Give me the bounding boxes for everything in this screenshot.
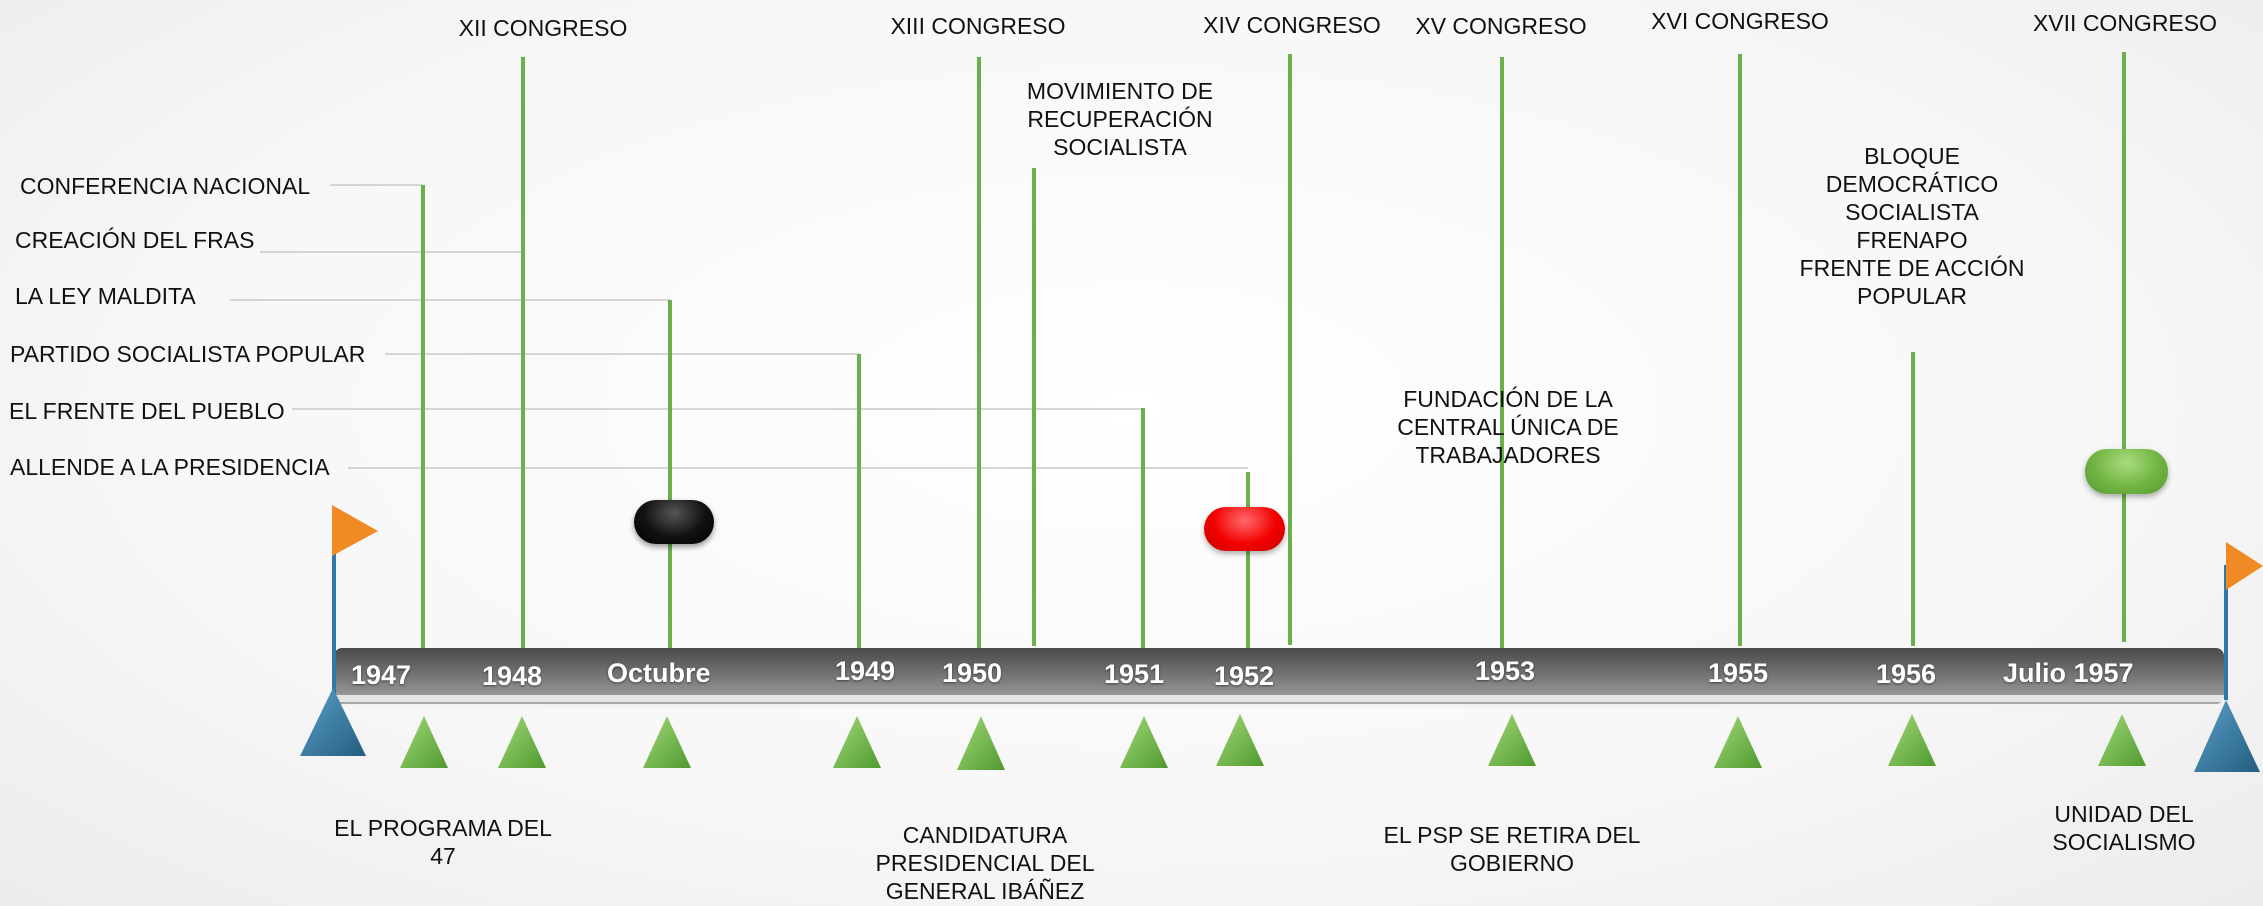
- event-xv-congreso: XV CONGRESO: [1415, 13, 1587, 39]
- event-conferencia-nacional: CONFERENCIA NACIONAL: [20, 173, 311, 199]
- timeline-bar: [334, 648, 2224, 704]
- year-1953: 1953: [1475, 656, 1536, 686]
- event-xiv-congreso: XIV CONGRESO: [1203, 12, 1381, 38]
- event-xvii-congreso: XVII CONGRESO: [2032, 10, 2218, 36]
- event-candidatura-ibanez: CANDIDATURA PRESIDENCIAL DEL GENERAL IBÁ…: [875, 822, 1095, 904]
- start-triangle-icon: [300, 688, 366, 756]
- year-markers: [400, 714, 2146, 770]
- year-1952: 1952: [1214, 661, 1275, 691]
- event-frente-del-pueblo: EL FRENTE DEL PUEBLO: [9, 398, 285, 424]
- marker-1952-icon: [1216, 714, 1264, 766]
- marker-octubre-icon: [643, 716, 691, 768]
- marker-1956-icon: [1888, 714, 1936, 766]
- event-xii-congreso: XII CONGRESO: [458, 15, 628, 41]
- marker-1947-icon: [400, 716, 448, 768]
- black-pill-marker: [634, 500, 714, 544]
- start-flag-icon: [332, 505, 378, 700]
- red-pill-marker: [1204, 507, 1285, 551]
- year-1949: 1949: [835, 656, 896, 686]
- event-partido-socialista-popular: PARTIDO SOCIALISTA POPULAR: [10, 341, 366, 367]
- year-1951: 1951: [1104, 659, 1165, 689]
- year-1948: 1948: [482, 661, 543, 691]
- event-bloque-democratico: BLOQUE DEMOCRÁTICO SOCIALISTA FRENAPO FR…: [1799, 143, 2025, 309]
- marker-1951-icon: [1120, 716, 1168, 768]
- event-creacion-fras: CREACIÓN DEL FRAS: [15, 227, 255, 253]
- event-programa-47: EL PROGRAMA DEL 47: [334, 815, 552, 869]
- marker-1953-icon: [1488, 714, 1536, 766]
- year-1947: 1947: [351, 660, 412, 690]
- event-psp-retira: EL PSP SE RETIRA DEL GOBIERNO: [1383, 822, 1641, 876]
- year-julio-1957: Julio 1957: [2003, 658, 2134, 688]
- marker-1948-icon: [498, 716, 546, 768]
- event-ley-maldita: LA LEY MALDITA: [15, 283, 196, 309]
- marker-1955-icon: [1714, 716, 1762, 768]
- event-xiii-congreso: XIII CONGRESO: [890, 13, 1066, 39]
- end-flag-icon: [2224, 542, 2263, 700]
- end-triangle-icon: [2194, 700, 2260, 772]
- timeline-bar-highlight: [334, 695, 2224, 702]
- event-unidad-socialismo: UNIDAD DEL SOCIALISMO: [2052, 801, 2196, 855]
- event-allende-presidencia: ALLENDE A LA PRESIDENCIA: [10, 454, 330, 480]
- event-movimiento-recuperacion: MOVIMIENTO DE RECUPERACIÓN SOCIALISTA: [1026, 78, 1214, 160]
- label-connectors: [230, 184, 1248, 469]
- year-1950: 1950: [942, 658, 1003, 688]
- green-pill-marker: [2085, 449, 2168, 494]
- marker-1957-icon: [2098, 714, 2146, 766]
- marker-1950-icon: [957, 716, 1005, 770]
- event-fundacion-cut: FUNDACIÓN DE LA CENTRAL ÚNICA DE TRABAJA…: [1397, 386, 1619, 468]
- marker-1949-icon: [833, 716, 881, 768]
- year-1955: 1955: [1708, 658, 1769, 688]
- event-stems: [421, 52, 2126, 650]
- year-1956: 1956: [1876, 659, 1937, 689]
- year-octubre: Octubre: [607, 658, 711, 688]
- event-xvi-congreso: XVI CONGRESO: [1651, 8, 1829, 34]
